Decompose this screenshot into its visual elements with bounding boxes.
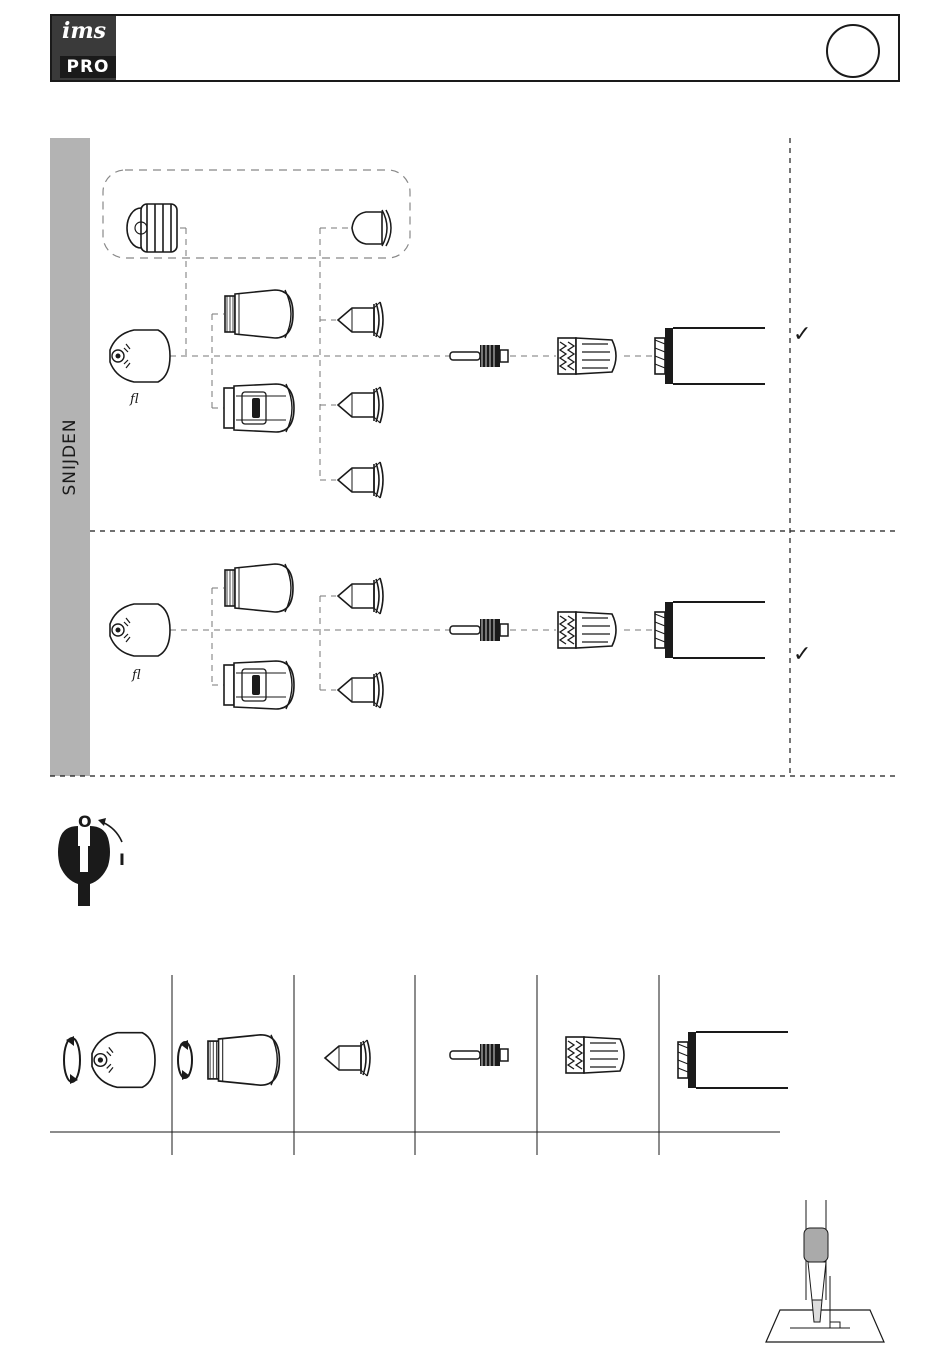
row2-diffuser-cup — [224, 661, 294, 709]
row2-check-mark: ✓ — [793, 642, 811, 667]
row2-shield-tip — [110, 604, 170, 656]
row2-tip-label: fl — [132, 668, 141, 683]
parts-table-lines — [50, 975, 780, 1155]
row1-nozzle-c — [338, 462, 383, 498]
row2-nozzle-a — [338, 578, 383, 614]
rotate-arrow-icon-2 — [178, 1040, 192, 1080]
row1-electrode — [450, 345, 508, 367]
torch-on-workpiece-illustration — [766, 1200, 884, 1342]
row2-nozzle-b — [338, 672, 383, 708]
switch-on-label: I — [119, 850, 125, 869]
row2-swirl-ring — [558, 612, 616, 648]
switch-off-label: O — [78, 812, 92, 831]
row2-torch-head — [655, 602, 765, 658]
row1-retaining-cup — [225, 290, 293, 338]
row1-shield-tip — [110, 330, 170, 382]
row1-nozzle-b — [338, 387, 383, 423]
table-electrode — [450, 1044, 508, 1066]
table-retaining-cup — [208, 1035, 279, 1085]
row1-torch-head — [655, 328, 765, 384]
table-nozzle — [325, 1040, 370, 1076]
row1-diffuser-cup — [224, 384, 294, 432]
power-switch-knob-icon — [58, 818, 122, 906]
row2-electrode — [450, 619, 508, 641]
rotate-arrow-icon-1 — [64, 1036, 80, 1084]
table-shield-tip — [92, 1033, 155, 1088]
table-swirl-ring — [566, 1037, 624, 1073]
gouging-cup-part — [127, 204, 177, 252]
row1-swirl-ring — [558, 338, 616, 374]
row1-tip-label: fl — [130, 392, 139, 407]
row1-check-mark: ✓ — [793, 322, 811, 347]
gouging-nozzle-part — [352, 210, 391, 246]
row1-nozzle-a — [338, 302, 383, 338]
table-torch-head — [678, 1032, 788, 1088]
row2-retaining-cup — [225, 564, 293, 612]
